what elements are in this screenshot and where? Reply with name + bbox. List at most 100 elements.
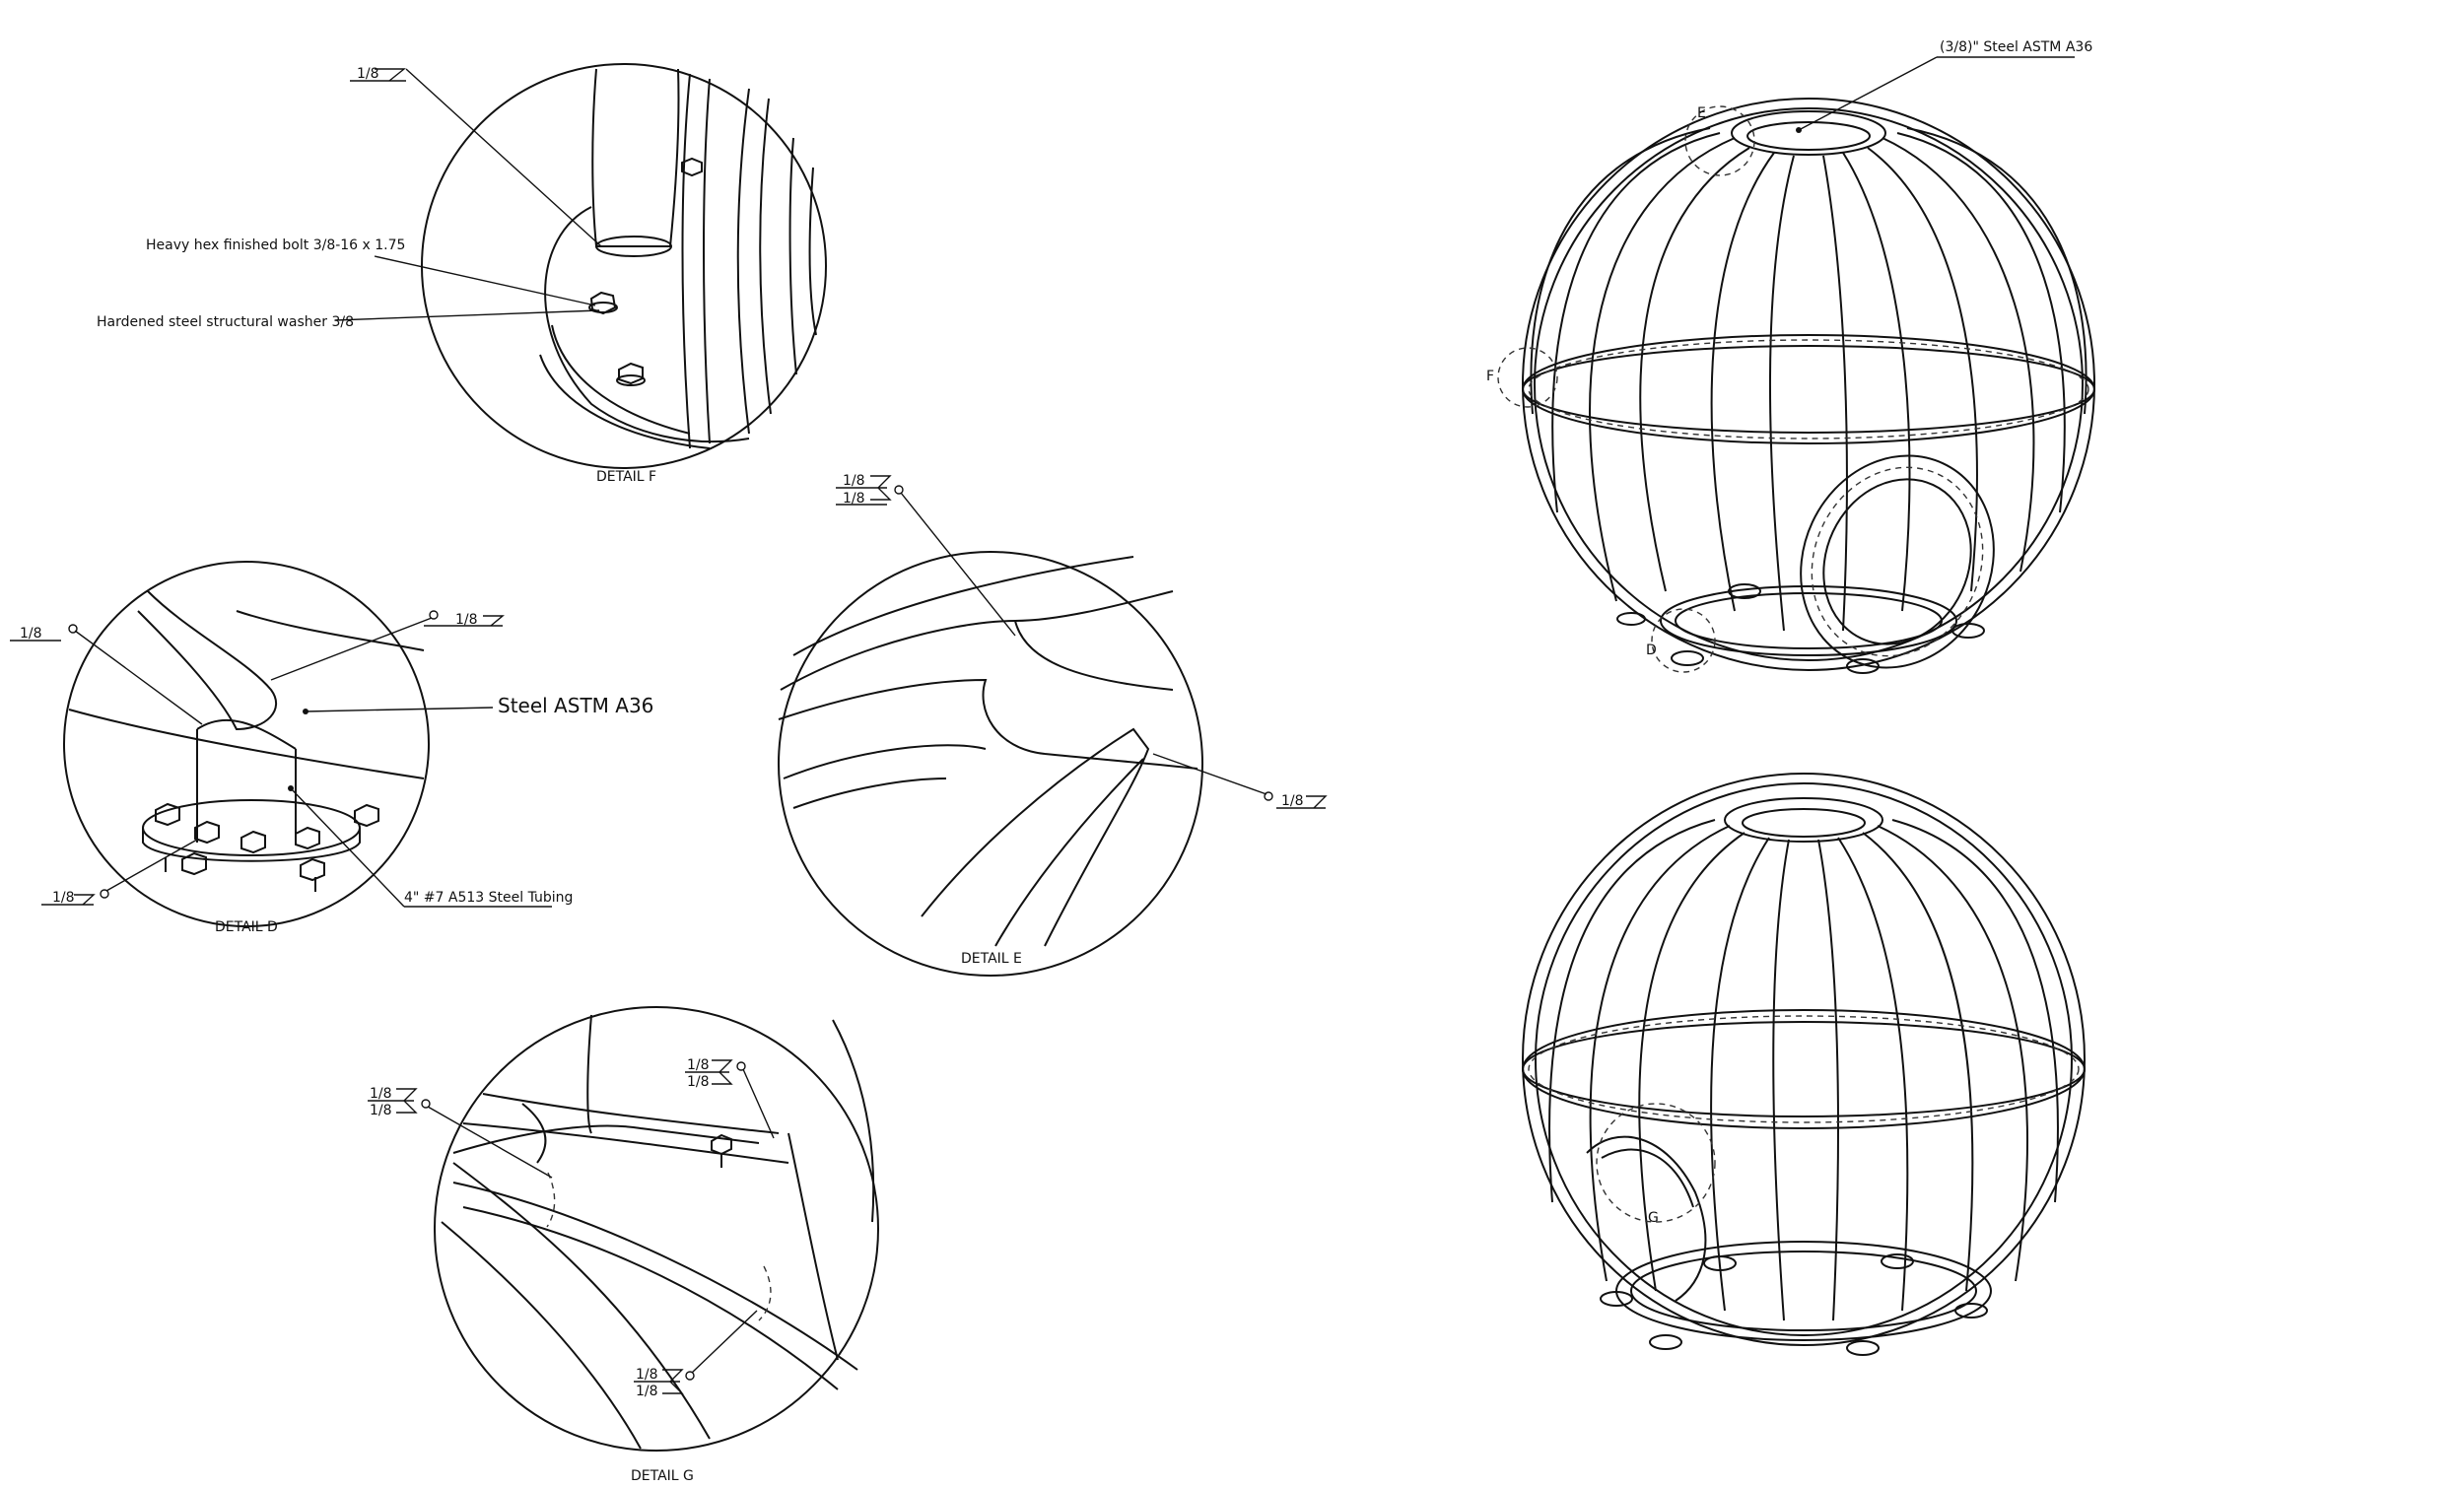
detail-d-weld-leader-3 bbox=[105, 839, 198, 892]
top-sphere-view bbox=[1497, 56, 2095, 674]
bottom-sphere-ribs bbox=[1548, 819, 2059, 1321]
detail-e-tube-left-3 bbox=[792, 778, 947, 809]
detail-g-weld-c-num: 1/8 bbox=[636, 1367, 658, 1383]
top-sphere-door-ring bbox=[1800, 454, 1995, 669]
top-sphere-material-leader bbox=[1798, 56, 1938, 131]
detail-d-tubing-leader bbox=[290, 787, 405, 908]
detail-f-bolt-1 bbox=[588, 291, 618, 315]
bottom-sphere-equator-outer bbox=[1522, 1009, 2086, 1129]
detail-d-tube-sides bbox=[196, 729, 297, 843]
detail-g-weld-a-num: 1/8 bbox=[370, 1086, 392, 1102]
detail-f-rib-3 bbox=[736, 88, 750, 435]
callout-d-circle bbox=[1651, 608, 1716, 673]
callout-g-label: G bbox=[1648, 1210, 1659, 1226]
top-sphere-base-ring bbox=[1660, 585, 1957, 656]
top-sphere-outline bbox=[1522, 98, 2095, 671]
detail-g bbox=[368, 1006, 879, 1452]
detail-d-material-label: Steel ASTM A36 bbox=[498, 694, 653, 717]
callout-e-circle bbox=[1684, 105, 1755, 176]
detail-f bbox=[334, 63, 827, 469]
detail-f-tube-end bbox=[595, 236, 672, 257]
detail-f-flange-inner-2 bbox=[539, 354, 711, 449]
detail-e-ring-2 bbox=[780, 590, 1174, 691]
detail-d-tube-top bbox=[196, 718, 297, 750]
detail-g-ring-outer-2 bbox=[441, 1221, 642, 1450]
detail-e-lower-tube-2 bbox=[994, 758, 1144, 947]
detail-f-bolt-3 bbox=[681, 157, 703, 177]
top-sphere-equator-outer bbox=[1522, 334, 2095, 444]
detail-f-weld-label: 1/8 bbox=[357, 66, 379, 82]
detail-g-sweep-2 bbox=[462, 1206, 839, 1390]
detail-g-title: DETAIL G bbox=[631, 1468, 694, 1484]
detail-g-weld-leader-b bbox=[742, 1068, 775, 1139]
detail-f-flange-inner-1 bbox=[551, 324, 691, 435]
detail-g-weld-leader-c bbox=[691, 1310, 758, 1374]
detail-e-title: DETAIL E bbox=[961, 951, 1022, 967]
detail-e-weld-right: 1/8 bbox=[1281, 793, 1304, 809]
detail-g-strut-1 bbox=[521, 1103, 547, 1164]
detail-g-weld-leader-a bbox=[427, 1106, 553, 1179]
detail-g-bolt bbox=[711, 1133, 732, 1168]
detail-g-weld-dash-1 bbox=[546, 1172, 556, 1228]
top-sphere-ribs bbox=[1530, 127, 2088, 632]
detail-g-weld-b-num: 1/8 bbox=[687, 1057, 710, 1073]
detail-d-bolts bbox=[155, 802, 379, 892]
detail-e-weld-top-den: 1/8 bbox=[843, 491, 865, 507]
detail-d bbox=[10, 561, 552, 927]
detail-g-ring-1 bbox=[482, 1093, 780, 1134]
detail-e bbox=[778, 475, 1328, 977]
detail-e-tube-right bbox=[1044, 753, 1198, 770]
detail-g-weld-a-den: 1/8 bbox=[370, 1103, 392, 1118]
detail-g-weld-b-den: 1/8 bbox=[687, 1074, 710, 1090]
detail-d-upper-tube bbox=[137, 590, 277, 731]
detail-g-ring-2 bbox=[462, 1122, 789, 1164]
detail-f-rib-4 bbox=[759, 98, 772, 415]
detail-f-rib-1 bbox=[681, 73, 691, 449]
top-sphere-feet bbox=[1616, 583, 1985, 674]
callout-g-circle bbox=[1596, 1103, 1716, 1223]
detail-f-washer-leader bbox=[334, 309, 600, 321]
bottom-sphere-door-ring bbox=[1586, 1135, 1707, 1302]
detail-g-weld-dash-2 bbox=[758, 1265, 772, 1321]
bottom-sphere-collar bbox=[1724, 797, 1883, 843]
detail-f-rib-6 bbox=[808, 167, 817, 336]
callout-f-label: F bbox=[1486, 369, 1494, 384]
detail-d-ring-mid bbox=[68, 709, 425, 779]
top-sphere-material-label: (3/8)" Steel ASTM A36 bbox=[1940, 39, 2092, 55]
detail-d-weld-label-3: 1/8 bbox=[52, 890, 75, 906]
detail-f-bolt-leader bbox=[374, 255, 596, 306]
bottom-sphere-feet bbox=[1600, 1253, 1988, 1356]
detail-e-tube-left-2 bbox=[783, 744, 987, 779]
detail-g-ring-outer bbox=[452, 1162, 711, 1440]
detail-d-boundary bbox=[63, 561, 430, 927]
detail-d-ring-top bbox=[236, 610, 425, 651]
detail-d-weld-leader-1 bbox=[74, 630, 203, 725]
detail-d-base-plate-edge bbox=[142, 828, 361, 862]
detail-e-weld-leader-right bbox=[1152, 753, 1267, 795]
detail-e-weld-top-num: 1/8 bbox=[843, 473, 865, 489]
detail-g-weld-c-den: 1/8 bbox=[636, 1384, 658, 1399]
bottom-sphere-outline bbox=[1522, 773, 2086, 1346]
detail-f-flange-outer bbox=[544, 206, 750, 443]
detail-e-ring-1 bbox=[792, 556, 1134, 656]
detail-f-rib-5 bbox=[788, 137, 797, 375]
detail-f-weld-leader bbox=[405, 68, 602, 247]
detail-e-boundary bbox=[778, 551, 1203, 977]
detail-f-title: DETAIL F bbox=[596, 469, 656, 485]
detail-f-bolt-label: Heavy hex finished bolt 3/8-16 x 1.75 bbox=[146, 237, 405, 253]
detail-e-weld-leader-top bbox=[900, 492, 1016, 637]
detail-d-base-plate bbox=[142, 799, 361, 856]
detail-f-washer-label: Hardened steel structural washer 3/8 bbox=[97, 314, 354, 330]
detail-d-material-leader bbox=[305, 707, 494, 712]
detail-d-weld-label-1: 1/8 bbox=[20, 626, 42, 642]
detail-f-rib-2 bbox=[703, 78, 711, 444]
detail-e-tube-left bbox=[778, 678, 1046, 755]
callout-f-circle bbox=[1497, 347, 1558, 408]
bottom-sphere-base-ring bbox=[1615, 1241, 1992, 1341]
detail-g-boundary bbox=[434, 1006, 879, 1452]
bottom-sphere-view bbox=[1522, 773, 2086, 1356]
detail-g-strut-2 bbox=[787, 1132, 839, 1361]
detail-f-tube bbox=[591, 68, 680, 247]
callout-d-label: D bbox=[1646, 643, 1657, 658]
